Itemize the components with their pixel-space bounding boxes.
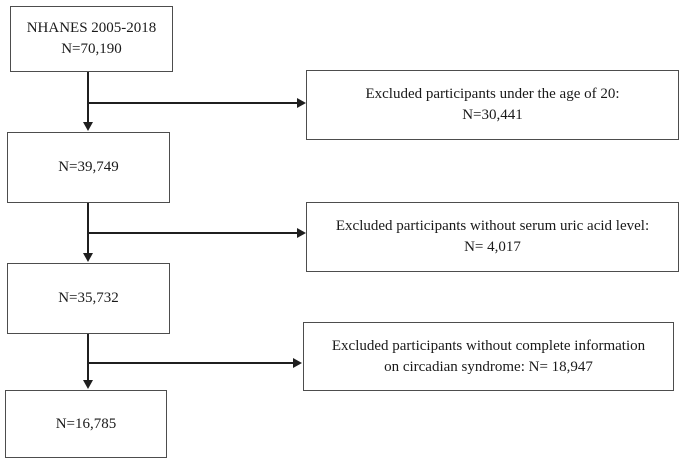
exclusion-text: Excluded participants without complete i… — [331, 337, 646, 354]
arrowhead-down-1 — [83, 122, 93, 131]
exclusion-text: Excluded participants under the age of 2… — [365, 86, 620, 102]
arrow-line-right-3 — [88, 362, 294, 364]
exclusion-box-no-circadian-info: Excluded participants without complete i… — [303, 322, 674, 391]
box-count: N=70,190 — [61, 41, 122, 57]
arrow-line-right-1 — [88, 102, 297, 104]
arrowhead-right-2 — [297, 228, 306, 238]
arrowhead-down-3 — [83, 380, 93, 389]
arrow-line-down-2 — [87, 203, 89, 254]
exclusion-text: on circadian syndrome: N= 18,947 — [384, 358, 593, 375]
arrow-line-right-2 — [88, 232, 297, 234]
flow-box-uric-acid-filtered: N=35,732 — [7, 263, 170, 334]
box-title: NHANES 2005-2018 — [26, 20, 157, 36]
exclusion-box-under-20: Excluded participants under the age of 2… — [306, 70, 679, 140]
arrow-line-down-1 — [87, 72, 89, 123]
box-count: N=39,749 — [58, 159, 119, 175]
arrow-line-down-3 — [87, 334, 89, 381]
exclusion-box-no-uric-acid: Excluded participants without serum uric… — [306, 202, 679, 272]
arrowhead-down-2 — [83, 253, 93, 262]
arrowhead-right-1 — [297, 98, 306, 108]
flow-box-final-sample: N=16,785 — [5, 390, 167, 458]
exclusion-text: Excluded participants without serum uric… — [335, 218, 650, 234]
flow-box-nhanes-total: NHANES 2005-2018 N=70,190 — [10, 6, 173, 72]
box-count: N=16,785 — [55, 415, 117, 432]
exclusion-count: N= 4,017 — [464, 239, 521, 255]
box-count: N=35,732 — [58, 290, 119, 306]
flow-box-age-filtered: N=39,749 — [7, 132, 170, 203]
exclusion-count: N=30,441 — [462, 107, 523, 123]
arrowhead-right-3 — [293, 358, 302, 368]
